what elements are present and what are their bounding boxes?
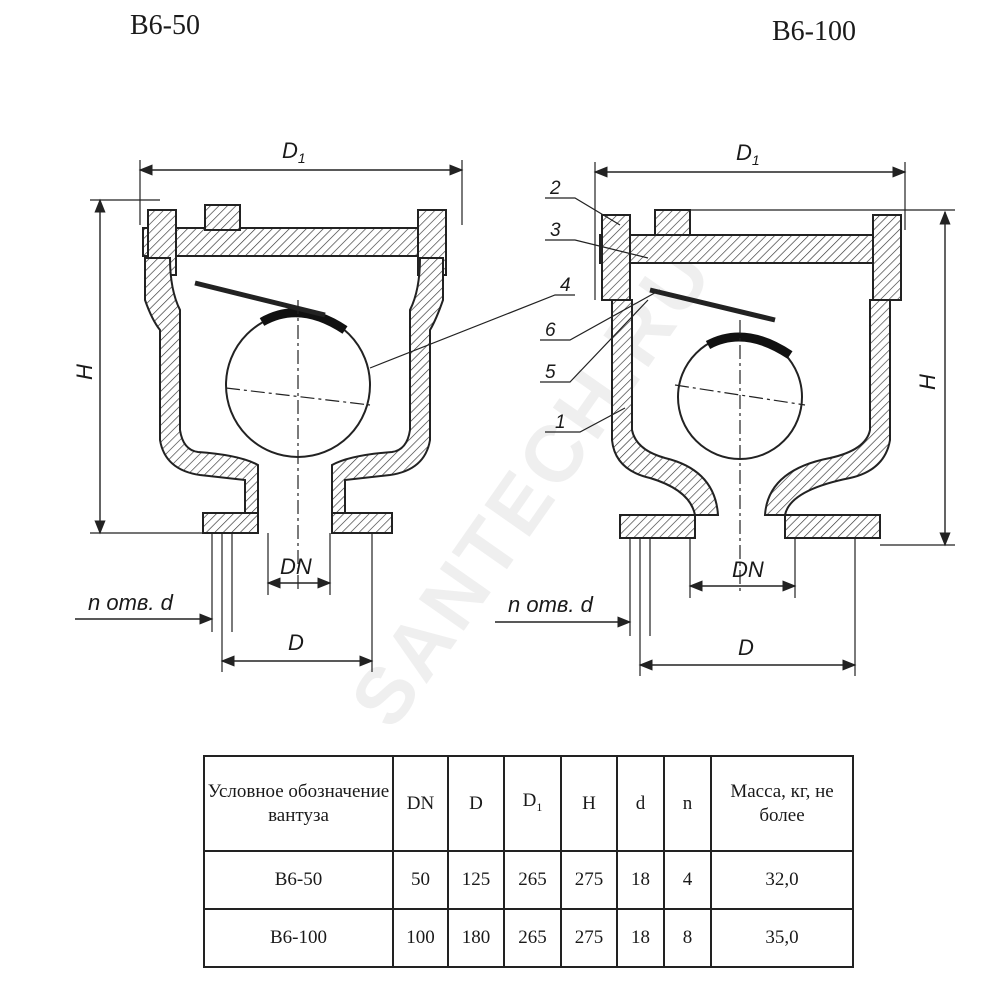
label-d1-left: D1 xyxy=(282,138,306,166)
label-h-left: H xyxy=(72,364,97,380)
table-header-row: Условное обозначение вантуза DN D D1 H d… xyxy=(203,755,854,852)
specs-table: Условное обозначение вантуза DN D D1 H d… xyxy=(203,755,854,968)
cell-mass: 35,0 xyxy=(710,908,854,968)
table-row: B6-50 50 125 265 275 18 4 32,0 xyxy=(203,850,854,910)
callout-1: 1 xyxy=(555,412,566,433)
header-dn: DN xyxy=(392,755,449,852)
cell-n: 4 xyxy=(663,850,712,910)
header-d1: D1 xyxy=(503,755,562,852)
cell-small-d: 18 xyxy=(616,850,665,910)
cell-h: 275 xyxy=(560,908,618,968)
cell-mass: 32,0 xyxy=(710,850,854,910)
cell-h: 275 xyxy=(560,850,618,910)
cell-small-d: 18 xyxy=(616,908,665,968)
cell-d1: 265 xyxy=(503,908,562,968)
header-h: H xyxy=(560,755,618,852)
label-holes-left: n отв. d xyxy=(88,590,174,615)
label-d-left: D xyxy=(288,630,304,655)
title-b6-100: B6-100 xyxy=(772,16,856,47)
label-d1-right: D1 xyxy=(736,140,760,168)
callout-3: 3 xyxy=(550,220,561,241)
label-holes-right: n отв. d xyxy=(508,592,594,617)
title-b6-50: B6-50 xyxy=(130,10,200,41)
cell-designation: B6-100 xyxy=(203,908,394,968)
cell-dn: 100 xyxy=(392,908,449,968)
cell-n: 8 xyxy=(663,908,712,968)
label-d-right: D xyxy=(738,635,754,660)
header-n: n xyxy=(663,755,712,852)
callout-2: 2 xyxy=(549,178,561,199)
header-small-d: d xyxy=(616,755,665,852)
label-dn-right: DN xyxy=(732,557,764,582)
cell-designation: B6-50 xyxy=(203,850,394,910)
label-h-right: H xyxy=(915,374,940,390)
cell-d1: 265 xyxy=(503,850,562,910)
cell-d: 125 xyxy=(447,850,505,910)
header-d: D xyxy=(447,755,505,852)
valve-b6-100 xyxy=(369,162,955,676)
callout-6: 6 xyxy=(545,320,556,341)
callout-5: 5 xyxy=(545,362,556,383)
header-designation: Условное обозначение вантуза xyxy=(203,755,394,852)
header-mass: Масса, кг, не более xyxy=(710,755,854,852)
table-row: B6-100 100 180 265 275 18 8 35,0 xyxy=(203,908,854,968)
label-dn-left: DN xyxy=(280,554,312,579)
cell-d: 180 xyxy=(447,908,505,968)
valve-b6-50 xyxy=(75,160,464,672)
callout-4: 4 xyxy=(560,275,571,296)
valve-drawings: D1 H DN D n отв. d D1 H DN D n отв. d 2 … xyxy=(72,138,955,676)
cell-dn: 50 xyxy=(392,850,449,910)
